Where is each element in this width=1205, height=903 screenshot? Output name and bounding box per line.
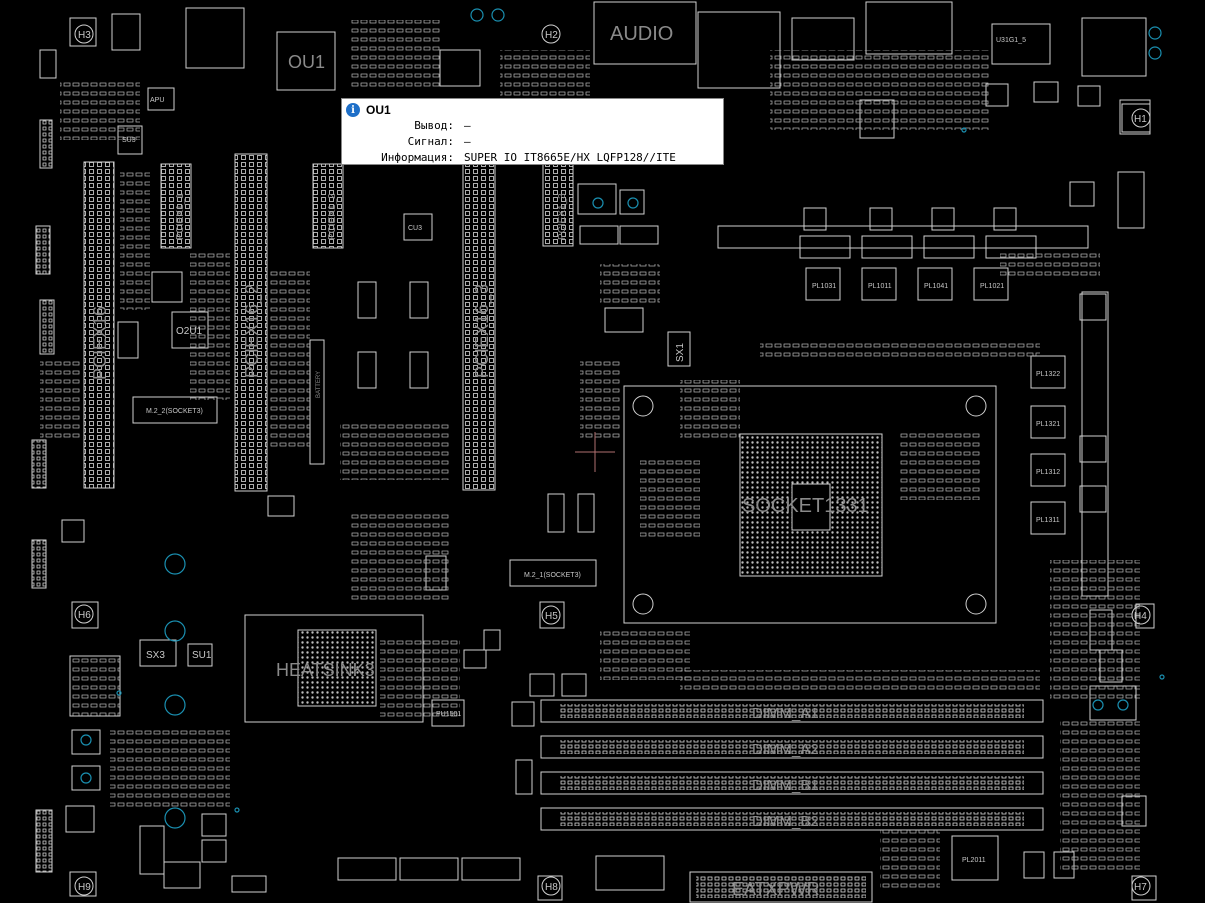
audio-label: AUDIO bbox=[610, 23, 673, 45]
tooltip-value: — bbox=[464, 135, 471, 148]
pciex1-1-label: PCIEX1_1 bbox=[175, 193, 186, 240]
apu-label: APU bbox=[150, 97, 164, 104]
dimm-b1-slot[interactable] bbox=[540, 771, 1044, 795]
dimm-b1-label: DIMM_B1 bbox=[752, 777, 819, 794]
tooltip-row-signal: Сигнал: — bbox=[342, 134, 722, 149]
tooltip-header: i OU1 bbox=[346, 102, 391, 118]
pciex16-1-label: PCIEX16 bbox=[90, 306, 110, 380]
pciex16-2-label: PCIEX16_2 bbox=[242, 284, 263, 378]
o2u1-label: O2U1 bbox=[176, 326, 203, 337]
pl2011-label: PL2011 bbox=[962, 857, 986, 864]
dimm-a1-slot[interactable] bbox=[540, 699, 1044, 723]
pciex16-3-label: PCIEX16_3 bbox=[472, 284, 493, 378]
component-info-tooltip: i OU1 Вывод: — Сигнал: — Информация: SUP… bbox=[341, 98, 724, 165]
m2-2-label: M.2_2(SOCKET3) bbox=[146, 408, 203, 415]
h8-label: H8 bbox=[545, 882, 558, 893]
pl1031-label: PL1031 bbox=[812, 283, 836, 290]
m2-1-slot[interactable] bbox=[509, 559, 597, 587]
dimm-a2-label: DIMM_A2 bbox=[752, 741, 819, 758]
m2-2-slot[interactable] bbox=[132, 396, 218, 424]
h2-label: H2 bbox=[545, 30, 558, 41]
pciex1-2-label: PCIEX1_2 bbox=[327, 193, 338, 240]
pl1312[interactable] bbox=[1030, 453, 1066, 487]
heatsink-label: HEATSINK3 bbox=[276, 660, 375, 680]
pl1041-label: PL1041 bbox=[924, 283, 948, 290]
pl1041[interactable] bbox=[917, 267, 953, 301]
crosshair-cursor bbox=[575, 432, 615, 472]
tooltip-key: Вывод: bbox=[414, 119, 454, 132]
tooltip-row-pin: Вывод: — bbox=[342, 118, 722, 133]
info-icon: i bbox=[346, 103, 360, 117]
h3-label: H3 bbox=[78, 30, 91, 41]
h5-label: H5 bbox=[545, 611, 558, 622]
u31g1-5-label: U31G1_5 bbox=[996, 37, 1026, 44]
pl1311[interactable] bbox=[1030, 501, 1066, 535]
eatxpwr-connector[interactable] bbox=[689, 871, 873, 903]
h4-label: H4 bbox=[1134, 611, 1147, 622]
battery-label: BATTERY bbox=[316, 371, 322, 398]
su1-label: SU1 bbox=[192, 650, 212, 661]
h9-label: H9 bbox=[78, 882, 91, 893]
ou1-label: OU1 bbox=[288, 52, 325, 72]
audio-connector[interactable] bbox=[593, 1, 697, 65]
pl1321-label: PL1321 bbox=[1036, 421, 1060, 428]
dimm-b2-label: DIMM_B2 bbox=[752, 813, 819, 830]
tooltip-value: — bbox=[464, 119, 471, 132]
su3-label: SU3 bbox=[122, 137, 136, 144]
dimm-a2-slot[interactable] bbox=[540, 735, 1044, 759]
socket-label: SOCKET1331 bbox=[742, 495, 869, 517]
socket1331[interactable] bbox=[623, 385, 997, 624]
tooltip-row-info: Информация: SUPER IO IT8665E/HX LQFP128/… bbox=[342, 150, 722, 165]
sx3-label: SX3 bbox=[146, 650, 165, 661]
pl1321[interactable] bbox=[1030, 405, 1066, 439]
pl1021[interactable] bbox=[973, 267, 1009, 301]
pu1501-label: PU1501 bbox=[436, 711, 461, 718]
battery-holder[interactable] bbox=[309, 339, 325, 465]
tooltip-title: OU1 bbox=[366, 103, 391, 117]
cu3-label: CU3 bbox=[408, 225, 422, 232]
tooltip-key: Информация: bbox=[381, 151, 454, 164]
pl1311-label: PL1311 bbox=[1036, 517, 1060, 524]
pl1312-label: PL1312 bbox=[1036, 469, 1060, 476]
ou1-chip[interactable] bbox=[276, 31, 336, 91]
dimm-a1-label: DIMM_A1 bbox=[752, 705, 819, 722]
pl1322-label: PL1322 bbox=[1036, 371, 1060, 378]
pl1322[interactable] bbox=[1030, 355, 1066, 389]
pl1021-label: PL1021 bbox=[980, 283, 1004, 290]
h6-label: H6 bbox=[78, 610, 91, 621]
h1-label: H1 bbox=[1134, 114, 1147, 125]
sx1-label: SX1 bbox=[675, 343, 686, 362]
pciex1-3-label: PCIEX1_3 bbox=[557, 193, 568, 240]
eatxpwr-label: EATXPWR bbox=[732, 879, 820, 899]
pl1031[interactable] bbox=[805, 267, 841, 301]
pl1011-label: PL1011 bbox=[868, 283, 892, 290]
dimm-b2-slot[interactable] bbox=[540, 807, 1044, 831]
tooltip-value: SUPER IO IT8665E/HX LQFP128//ITE bbox=[464, 151, 676, 164]
pl1011[interactable] bbox=[861, 267, 897, 301]
tooltip-key: Сигнал: bbox=[407, 135, 454, 148]
m2-1-label: M.2_1(SOCKET3) bbox=[524, 572, 581, 579]
h7-label: H7 bbox=[1134, 882, 1147, 893]
